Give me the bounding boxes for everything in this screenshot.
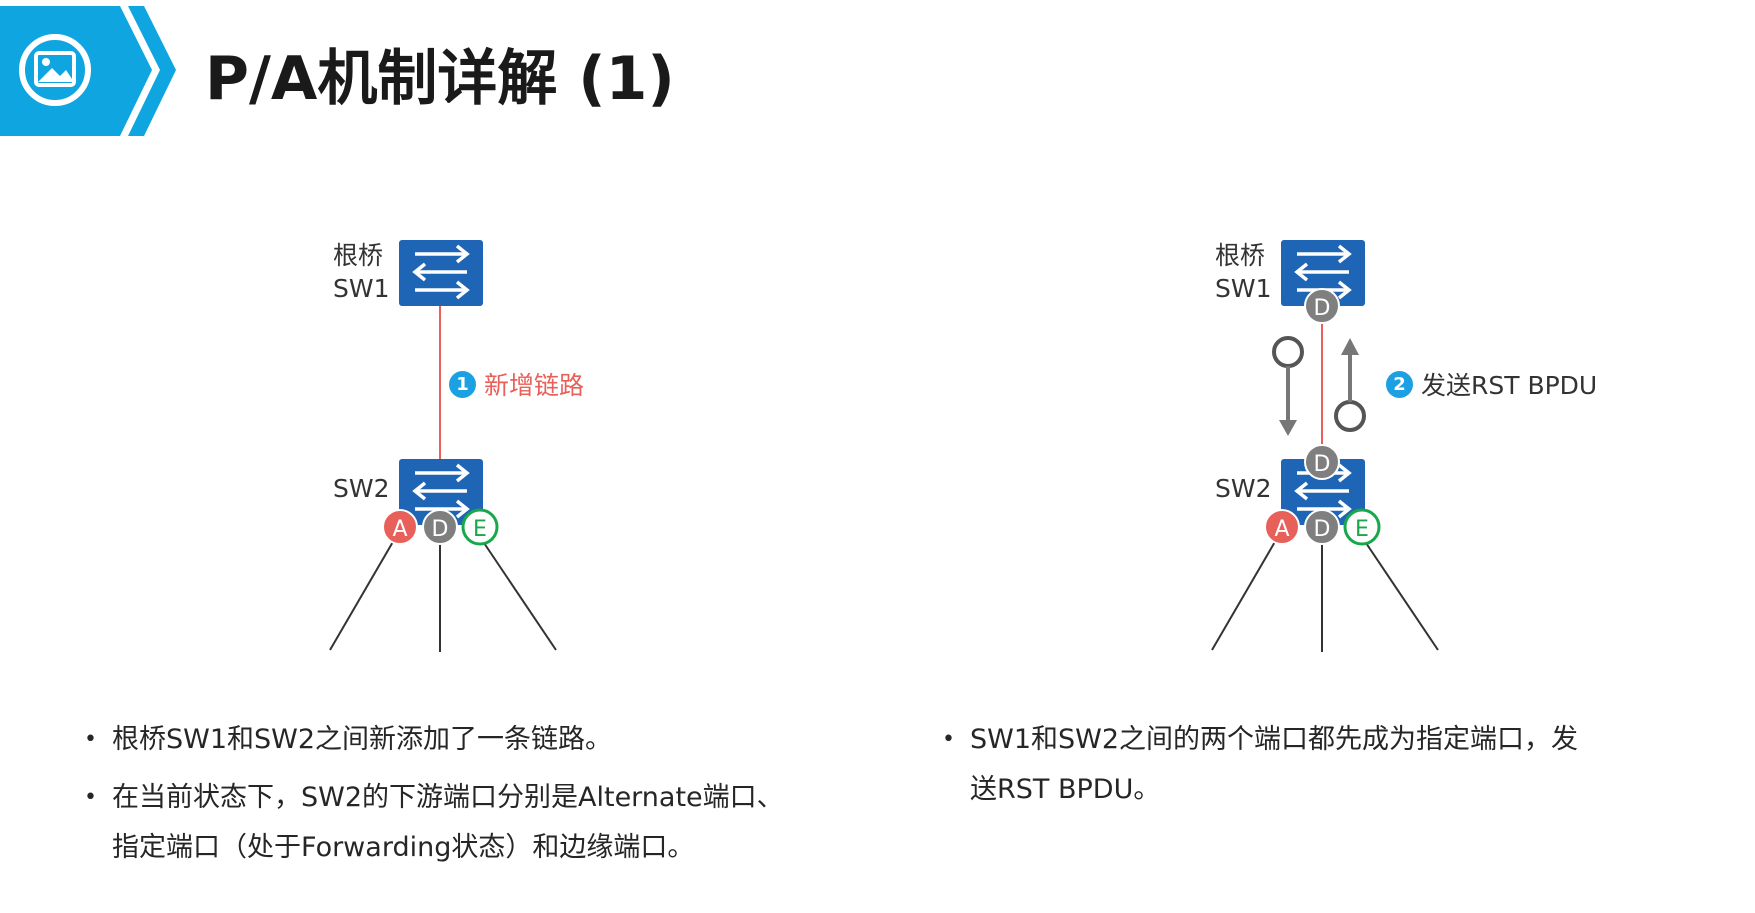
left-topology: A D E	[329, 240, 557, 652]
port-designated-icon: D	[1304, 509, 1340, 545]
step-1-badge: 1	[449, 370, 476, 398]
svg-text:D: D	[432, 517, 449, 542]
svg-text:D: D	[1314, 517, 1331, 542]
root-bridge-label-line2: SW1	[1215, 274, 1272, 303]
switch-sw2-icon[interactable]	[1281, 459, 1365, 525]
bullet-item: • 根桥SW1和SW2之间新添加了一条链路。	[80, 715, 880, 765]
svg-text:E: E	[1355, 517, 1369, 542]
port-edge-icon: E	[1343, 508, 1381, 546]
picture-icon	[19, 34, 91, 106]
bullet-text: SW1和SW2之间的两个端口都先成为指定端口，发	[970, 724, 1579, 755]
svg-text:A: A	[392, 517, 407, 542]
svg-text:E: E	[473, 517, 487, 542]
banner-chevron	[128, 6, 176, 136]
bullet-text: 在当前状态下，SW2的下游端口分别是Alternate端口、	[112, 782, 784, 813]
port-edge-icon: E	[461, 508, 499, 546]
bpdu-down-arrow-icon	[1272, 336, 1304, 436]
port-alternate-icon: A	[1264, 509, 1300, 545]
bullet-text: 根桥SW1和SW2之间新添加了一条链路。	[112, 724, 613, 755]
bullet-dot-icon: •	[84, 785, 97, 810]
sw2-label: SW2	[1215, 474, 1272, 503]
bullet-dot-icon: •	[942, 727, 955, 752]
sw1-port-designated-icon: D	[1304, 288, 1340, 324]
step-2-badge: 2	[1386, 370, 1413, 398]
right-topology: D D A D E	[1211, 240, 1439, 652]
port-designated-icon: D	[422, 509, 458, 545]
svg-text:D: D	[1314, 452, 1331, 477]
downlink-e	[481, 539, 557, 651]
switch-sw1-icon[interactable]	[399, 240, 483, 306]
downlink-a	[1211, 539, 1277, 651]
bullet-text-continued: 送RST BPDU。	[970, 774, 1161, 805]
downlink-e	[1363, 539, 1439, 651]
step-2-label: 2 发送RST BPDU	[1386, 366, 1597, 402]
bullet-dot-icon: •	[84, 727, 97, 752]
step-2-text: 发送RST BPDU	[1421, 371, 1598, 400]
left-bullet-list: • 根桥SW1和SW2之间新添加了一条链路。 • 在当前状态下，SW2的下游端口…	[80, 715, 880, 873]
downlink-a	[329, 539, 395, 651]
step-1-label: 1 新增链路	[449, 366, 584, 402]
bullet-item: • 在当前状态下，SW2的下游端口分别是Alternate端口、 指定端口（处于…	[80, 773, 880, 873]
step-1-text: 新增链路	[484, 371, 585, 400]
root-bridge-label-line1: 根桥	[1215, 241, 1266, 270]
root-bridge-label: 根桥 SW1	[333, 239, 390, 305]
svg-text:D: D	[1314, 296, 1331, 321]
bullet-text-continued: 指定端口（处于Forwarding状态）和边缘端口。	[112, 832, 695, 863]
svg-text:A: A	[1274, 517, 1289, 542]
right-bullet-list: • SW1和SW2之间的两个端口都先成为指定端口，发 送RST BPDU。	[938, 715, 1698, 823]
sw2-label: SW2	[333, 474, 390, 503]
sw2-port-designated-icon: D	[1304, 444, 1340, 480]
bullet-item: • SW1和SW2之间的两个端口都先成为指定端口，发 送RST BPDU。	[938, 715, 1698, 815]
switch-sw2-icon[interactable]	[399, 459, 483, 525]
port-alternate-icon: A	[382, 509, 418, 545]
root-bridge-label: 根桥 SW1	[1215, 239, 1272, 305]
bpdu-up-arrow-icon	[1334, 338, 1366, 432]
root-bridge-label-line1: 根桥	[333, 241, 384, 270]
switch-sw1-icon[interactable]	[1281, 240, 1365, 306]
header-banner	[0, 6, 176, 136]
page-title: P/A机制详解 (1)	[205, 44, 675, 114]
root-bridge-label-line2: SW1	[333, 274, 390, 303]
